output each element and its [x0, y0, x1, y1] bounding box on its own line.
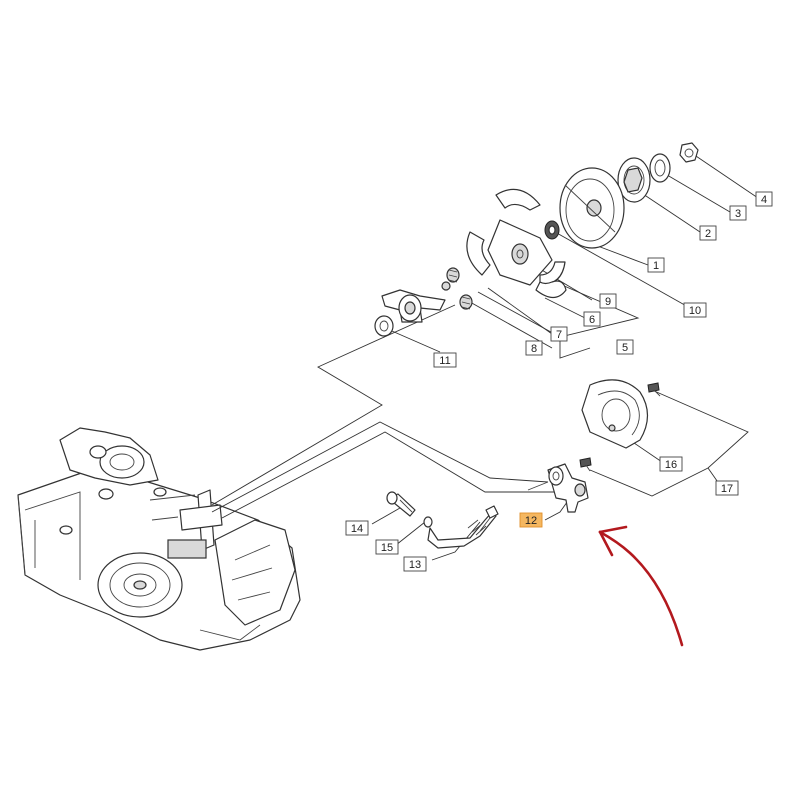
- callout-10-text: 10: [689, 305, 701, 317]
- callout-15: 15: [375, 539, 399, 555]
- callout-4-text: 4: [761, 194, 767, 206]
- callout-6: 6: [583, 311, 601, 327]
- callout-14-text: 14: [351, 523, 363, 535]
- callout-5: 5: [616, 339, 634, 355]
- callout-5-text: 5: [622, 342, 628, 354]
- crankcase-housing: [17, 427, 301, 651]
- red-pointer-arrow: [598, 525, 684, 647]
- callout-17-text: 17: [721, 483, 733, 495]
- callout-16-text: 16: [665, 459, 677, 471]
- callout-9-text: 9: [605, 296, 611, 308]
- part-washer: [649, 153, 671, 183]
- callout-12: 12: [519, 512, 543, 528]
- callout-15-text: 15: [381, 542, 393, 554]
- callout-16: 16: [659, 456, 683, 472]
- callout-1-text: 1: [653, 260, 659, 272]
- callout-4: 4: [755, 191, 773, 207]
- part-oil-pump: [527, 463, 589, 513]
- part-clutch-springs: [441, 267, 473, 310]
- leader-lines: [211, 151, 759, 561]
- callout-2: 2: [699, 225, 717, 241]
- part-clutch-shoe: [535, 280, 567, 299]
- part-clutch-hub: [466, 188, 566, 286]
- callout-13: 13: [403, 556, 427, 572]
- part-needle-bearing: [544, 220, 560, 240]
- callout-17: 17: [715, 480, 739, 496]
- callout-12-text: 12: [525, 515, 537, 527]
- callout-10: 10: [683, 302, 707, 318]
- callout-labels: 1 2 3 4 5 6 7 8 9 10 11 12 13 14 15 16 1…: [345, 191, 773, 572]
- callout-11-text: 11: [439, 355, 450, 367]
- part-oil-pump-plate: [581, 379, 649, 449]
- part-oil-hose: [427, 505, 499, 549]
- callout-1: 1: [647, 257, 665, 273]
- callout-6-text: 6: [589, 314, 595, 326]
- part-clutch-drum: [559, 167, 625, 249]
- callout-7-text: 7: [556, 329, 562, 341]
- part-adjuster-screw: [386, 491, 416, 517]
- part-clutch-spider: [374, 289, 446, 337]
- part-screws: [579, 382, 661, 472]
- callout-8-text: 8: [531, 343, 537, 355]
- callout-3: 3: [729, 205, 747, 221]
- callout-14: 14: [345, 520, 369, 536]
- callout-8: 8: [525, 340, 543, 356]
- part-o-ring: [423, 516, 433, 528]
- part-rim-sprocket: [617, 157, 651, 203]
- callout-13-text: 13: [409, 559, 421, 571]
- callout-7: 7: [550, 326, 568, 342]
- callout-9: 9: [599, 293, 617, 309]
- callout-11: 11: [433, 352, 457, 368]
- callout-3-text: 3: [735, 208, 741, 220]
- callout-2-text: 2: [705, 228, 711, 240]
- part-nut: [679, 142, 699, 163]
